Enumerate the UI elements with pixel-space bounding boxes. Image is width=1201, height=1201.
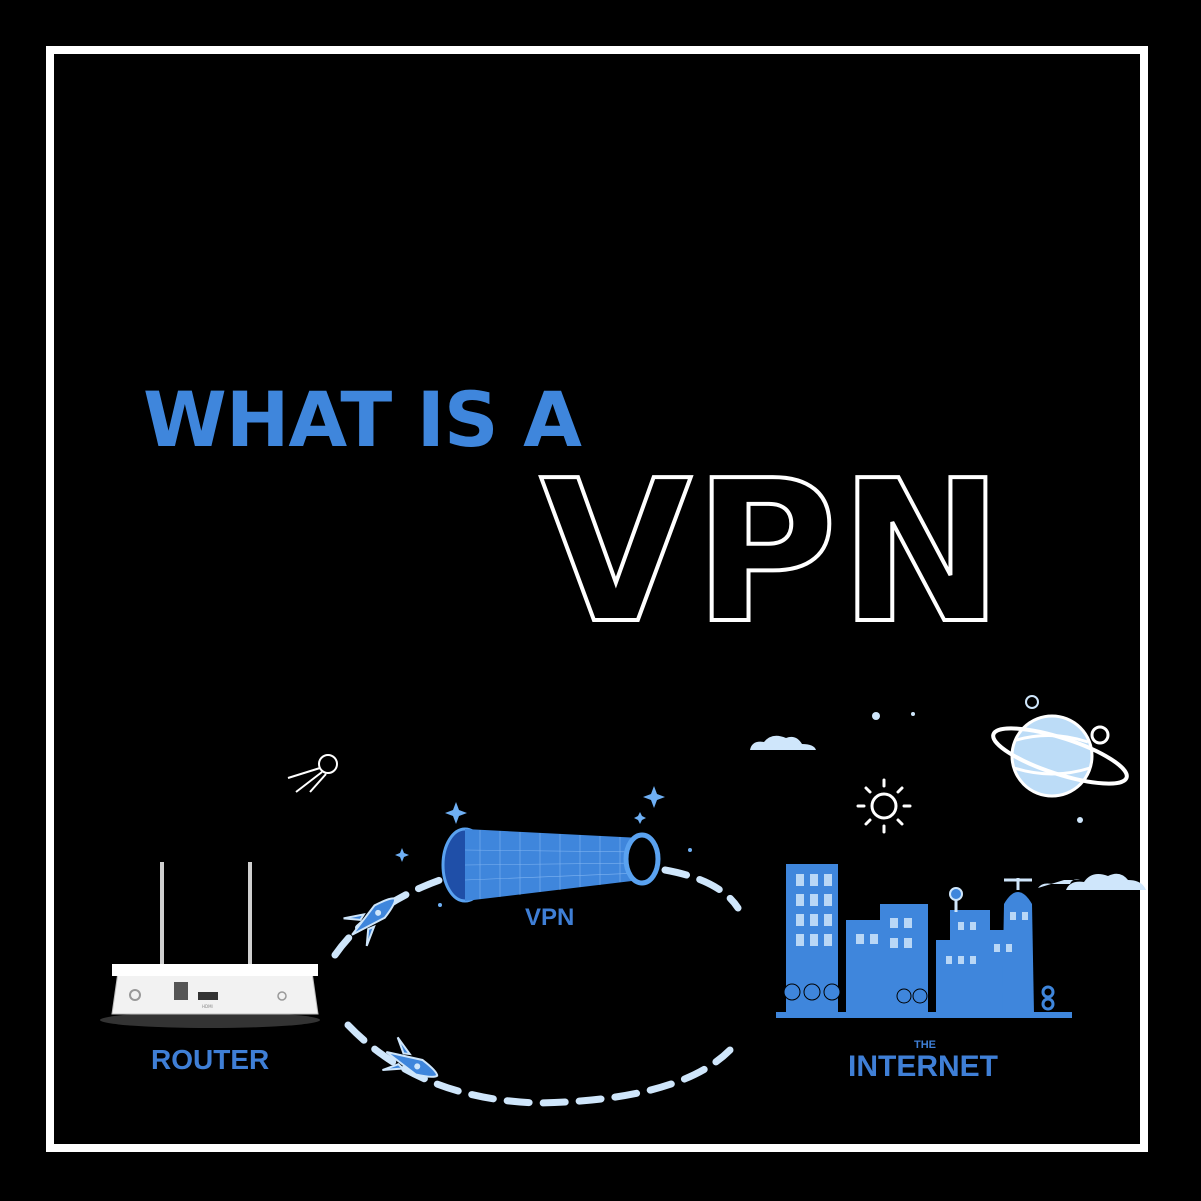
star-dots bbox=[872, 695, 1083, 823]
title-what-is-a: WHAT IS A bbox=[143, 375, 582, 464]
sparkle-icons bbox=[395, 786, 692, 907]
dashed-path-lower bbox=[344, 1021, 734, 1107]
outer-frame bbox=[46, 46, 1148, 1152]
cloud-icon bbox=[750, 735, 1146, 890]
dashed-path-upper bbox=[331, 866, 742, 959]
router-label: ROUTER bbox=[151, 1044, 270, 1075]
rocket-icon bbox=[343, 897, 397, 947]
satellite-icon bbox=[287, 754, 338, 793]
city-icon bbox=[776, 864, 1072, 1018]
tunnel-icon bbox=[441, 827, 661, 903]
sun-icon bbox=[856, 778, 912, 834]
router-icon bbox=[100, 862, 320, 1028]
rocket-return-icon bbox=[382, 1036, 439, 1078]
vpn-label: VPN bbox=[525, 904, 575, 931]
planet-icon bbox=[991, 714, 1129, 798]
title-vpn: VPN bbox=[538, 439, 1006, 667]
router-port-label: HDMI bbox=[202, 1004, 213, 1009]
the-label: THE bbox=[914, 1039, 936, 1051]
internet-label: INTERNET bbox=[848, 1050, 998, 1083]
